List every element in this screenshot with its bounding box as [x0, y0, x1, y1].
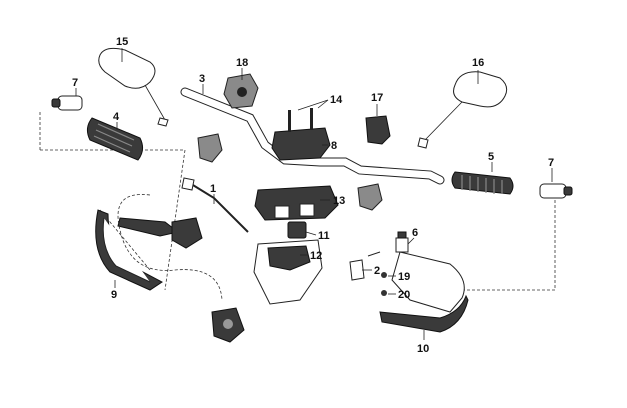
bar-end-right	[539, 183, 573, 199]
switch-housing-left	[223, 73, 259, 109]
callout-18: 18	[236, 57, 248, 69]
callout-17: 17	[371, 92, 383, 104]
callout-1: 1	[210, 183, 216, 195]
assembly-line-right	[460, 195, 556, 291]
callout-16: 16	[472, 57, 484, 69]
callout-14: 14	[330, 94, 343, 106]
brake-caliper-left	[211, 307, 245, 343]
switch-housing-right	[357, 115, 391, 211]
mounting-plate	[253, 239, 323, 305]
callout-3: 3	[199, 73, 205, 85]
callout-20: 20	[398, 289, 410, 301]
callout-4: 4	[113, 111, 120, 123]
hand-guard-right	[379, 251, 469, 333]
screw-20	[381, 290, 387, 296]
leader-11	[305, 231, 317, 236]
lever-bracket-right	[395, 231, 409, 253]
bar-end-left	[51, 95, 83, 111]
callout-10: 10	[417, 343, 429, 355]
callout-8: 8	[331, 140, 337, 152]
upper-clamp	[271, 108, 331, 161]
mirror-right	[417, 71, 508, 149]
switch-lower-housing	[197, 133, 223, 163]
leader-14b	[317, 99, 329, 109]
callout-15: 15	[116, 36, 128, 48]
callout-7-right: 7	[548, 157, 554, 169]
assembly-line-left	[40, 149, 186, 291]
hand-guard-left	[95, 209, 163, 291]
callout-12: 12	[310, 250, 322, 262]
callout-7-left: 7	[72, 77, 78, 89]
callout-11: 11	[318, 230, 330, 242]
lower-clamp	[254, 185, 339, 221]
callout-13: 13	[333, 195, 345, 207]
screw-19	[381, 272, 387, 278]
handlebar-inner	[181, 88, 444, 184]
grip-right	[451, 171, 514, 195]
mirror-left	[98, 47, 169, 127]
callout-19: 19	[398, 271, 410, 283]
leader-6	[407, 237, 415, 245]
callout-9: 9	[111, 289, 117, 301]
leader-14a	[297, 99, 329, 111]
callout-5: 5	[488, 151, 494, 163]
callout-2: 2	[374, 265, 380, 277]
callout-6: 6	[412, 227, 418, 239]
grip-left	[86, 117, 144, 161]
riser	[287, 221, 307, 239]
switch-part-2	[349, 251, 381, 281]
assembly-line-lever-left	[99, 209, 151, 271]
brake-lever-left	[117, 194, 223, 301]
